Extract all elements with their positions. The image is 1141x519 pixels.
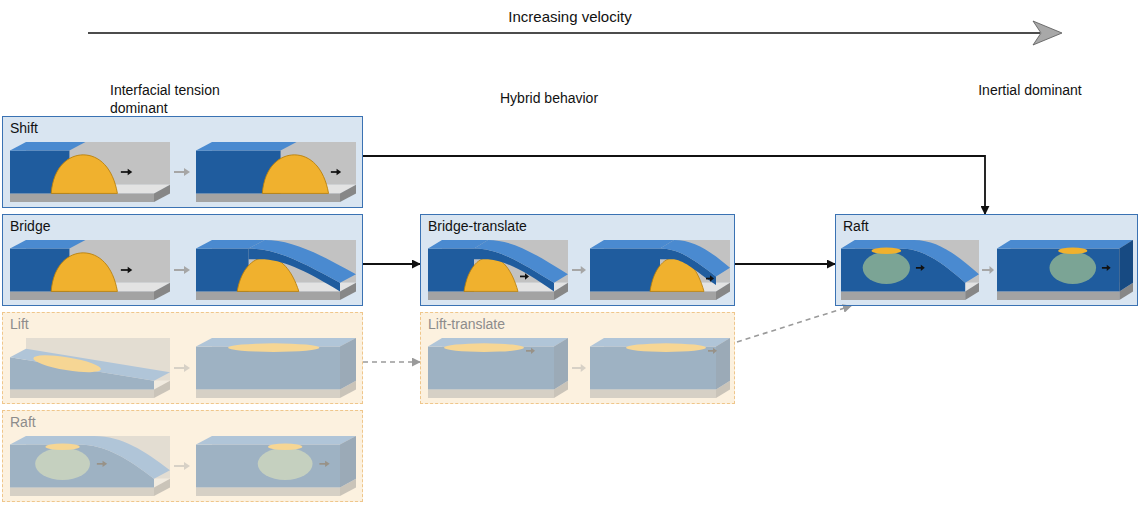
illustration-part [196,142,356,202]
illustration-part [590,240,730,300]
regime-box: Bridge [2,214,363,306]
illustration-part [997,240,1133,300]
illustration-part [10,338,170,398]
box-fill [420,214,735,306]
regime-label: Hybrid behavior [500,90,700,108]
box-heading: Bridge-translate [421,215,534,238]
axis-label: Increasing velocity [440,8,700,27]
shift-panels [10,142,356,202]
box-fill [2,214,363,306]
raft-panels [841,240,1133,300]
faded-regime-box: Raft [2,410,363,502]
box-fill [2,410,363,502]
illustration-part [428,338,568,398]
box-heading: Raft [3,411,43,434]
regime-label: Inertial dominant [975,82,1085,100]
illustration-part [590,338,730,398]
box-heading: Lift [3,313,36,336]
dashed-transition-arrow [363,361,420,363]
regime-label: Interfacial tension dominant [110,82,260,117]
illustration-part [982,266,994,274]
dashed-transition-arrow [737,306,851,342]
illustration-part [196,436,356,496]
transition-arrow [363,263,420,265]
illustration-part [174,168,190,176]
transition-arrow [363,156,985,214]
raft-faded-panels [10,436,356,496]
box-heading: Raft [836,215,876,238]
illustration-part [10,240,170,300]
illustration-part [572,266,586,274]
illustration-part [196,240,356,300]
box-heading: Lift-translate [421,313,512,336]
illustration-part [10,436,170,496]
illustration-part [572,364,586,372]
axis-arrowhead [1033,21,1062,45]
illustration-part [174,364,190,372]
lift-translate-panels [428,338,730,398]
box-fill [835,214,1138,306]
lift-panels [10,338,356,398]
box-fill [2,312,363,404]
illustration-part [841,240,979,300]
regime-box: Raft [835,214,1138,306]
box-heading: Bridge [3,215,57,238]
faded-regime-box: Lift-translate [420,312,735,404]
illustration-part [196,338,356,398]
bridge-translate-panels [428,240,730,300]
faded-regime-box: Lift [2,312,363,404]
regime-box: Shift [2,116,363,208]
regime-box: Bridge-translate [420,214,735,306]
illustration-part [174,266,190,274]
velocity-axis [88,32,1040,34]
box-fill [2,116,363,208]
transition-arrow [735,263,835,265]
box-heading: Shift [3,117,45,140]
bridge-panels [10,240,356,300]
illustration-part [428,240,568,300]
illustration-part [174,462,190,470]
illustration-part [10,142,170,202]
box-fill [420,312,735,404]
